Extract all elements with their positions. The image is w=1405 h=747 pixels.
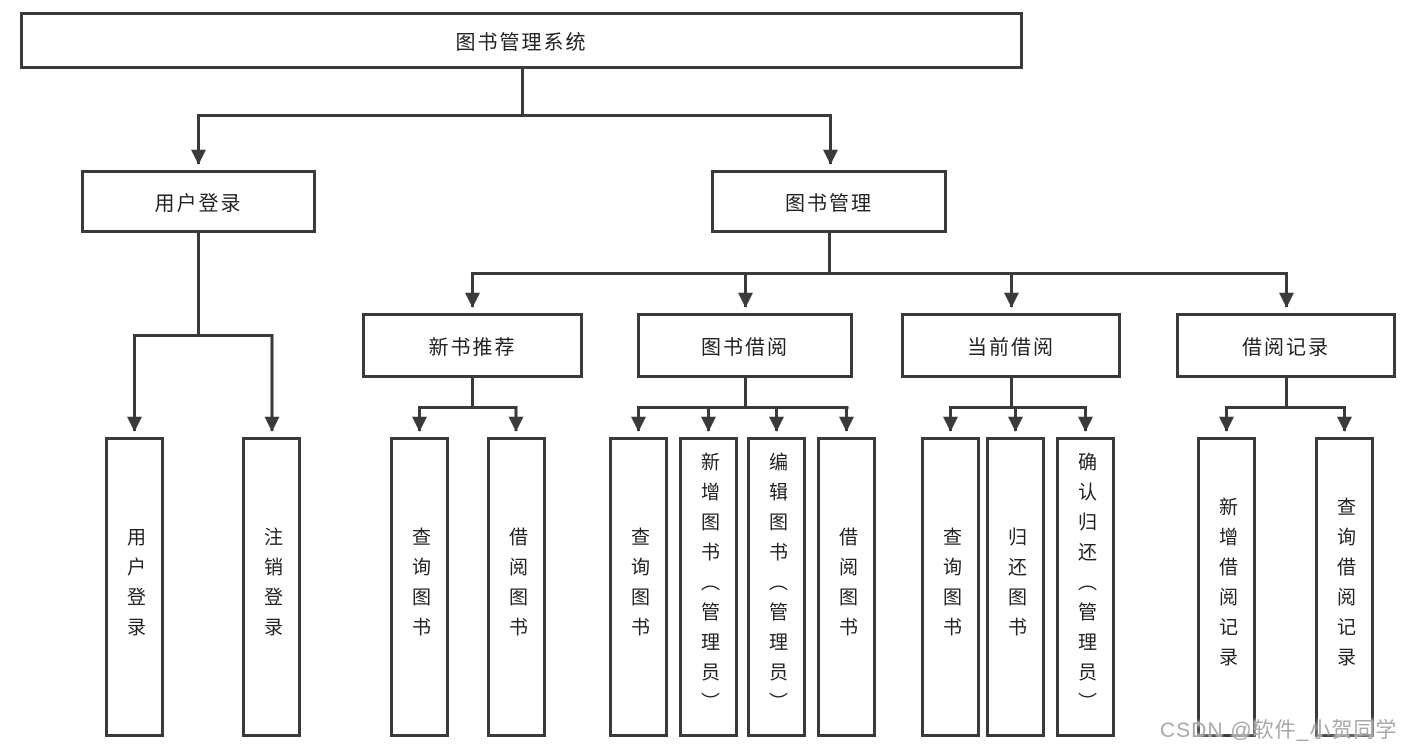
node-new-book-recommend: 新书推荐 [362,313,583,378]
leaf-edit-book-admin-label: 编辑图书（管理员） [766,452,787,722]
connector-current-to-leaves [943,378,1093,432]
node-root-label: 图书管理系统 [455,32,588,54]
node-book-borrow-label: 图书借阅 [701,337,789,359]
leaf-borrow-book-1-label: 借阅图书 [506,527,527,647]
connector-borrow-to-leaves [631,378,854,432]
leaf-query-book-1-label: 查询图书 [409,527,430,647]
node-borrow-record: 借阅记录 [1176,313,1396,378]
leaf-query-book-1: 查询图书 [390,437,449,737]
connector-newbook-to-leaves [412,378,524,432]
node-current-borrow: 当前借阅 [901,313,1121,378]
leaf-add-borrow-record: 新增借阅记录 [1197,437,1256,737]
leaf-query-book-2-label: 查询图书 [628,527,649,647]
connector-bookmgmt-to-level3 [465,233,1294,308]
connector-userlogin-to-leaves [127,233,280,432]
leaf-borrow-book-2-label: 借阅图书 [836,527,857,647]
leaf-logout: 注销登录 [242,437,301,737]
leaf-add-book-admin: 新增图书（管理员） [679,437,738,737]
leaf-query-borrow-record: 查询借阅记录 [1315,437,1374,737]
leaf-query-book-3: 查询图书 [921,437,980,737]
node-user-login-label: 用户登录 [154,193,243,215]
connector-root-to-level2 [191,69,838,165]
leaf-borrow-book-1: 借阅图书 [487,437,546,737]
node-root-library-system: 图书管理系统 [20,12,1023,69]
leaf-query-book-3-label: 查询图书 [940,527,961,647]
node-current-borrow-label: 当前借阅 [967,337,1055,359]
leaf-return-book: 归还图书 [986,437,1045,737]
node-book-management-label: 图书管理 [785,193,873,215]
leaf-logout-label: 注销登录 [261,527,282,647]
connector-record-to-leaves [1219,378,1352,432]
leaf-borrow-book-2: 借阅图书 [817,437,876,737]
node-borrow-record-label: 借阅记录 [1242,337,1330,359]
leaf-confirm-return-admin: 确认归还（管理员） [1056,437,1115,737]
leaf-query-book-2: 查询图书 [609,437,668,737]
leaf-user-login: 用户登录 [105,437,164,737]
leaf-edit-book-admin: 编辑图书（管理员） [747,437,806,737]
leaf-query-borrow-record-label: 查询借阅记录 [1334,497,1355,677]
leaf-return-book-label: 归还图书 [1005,527,1026,647]
leaf-add-book-admin-label: 新增图书（管理员） [698,452,719,722]
node-book-management: 图书管理 [711,170,947,233]
node-new-book-recommend-label: 新书推荐 [428,337,517,359]
leaf-user-login-label: 用户登录 [124,527,145,647]
node-book-borrow: 图书借阅 [637,313,853,378]
node-user-login: 用户登录 [81,170,316,233]
leaf-confirm-return-admin-label: 确认归还（管理员） [1075,452,1096,722]
csdn-watermark: CSDN @软件_小贺同学 [1160,719,1398,742]
leaf-add-borrow-record-label: 新增借阅记录 [1216,497,1237,677]
